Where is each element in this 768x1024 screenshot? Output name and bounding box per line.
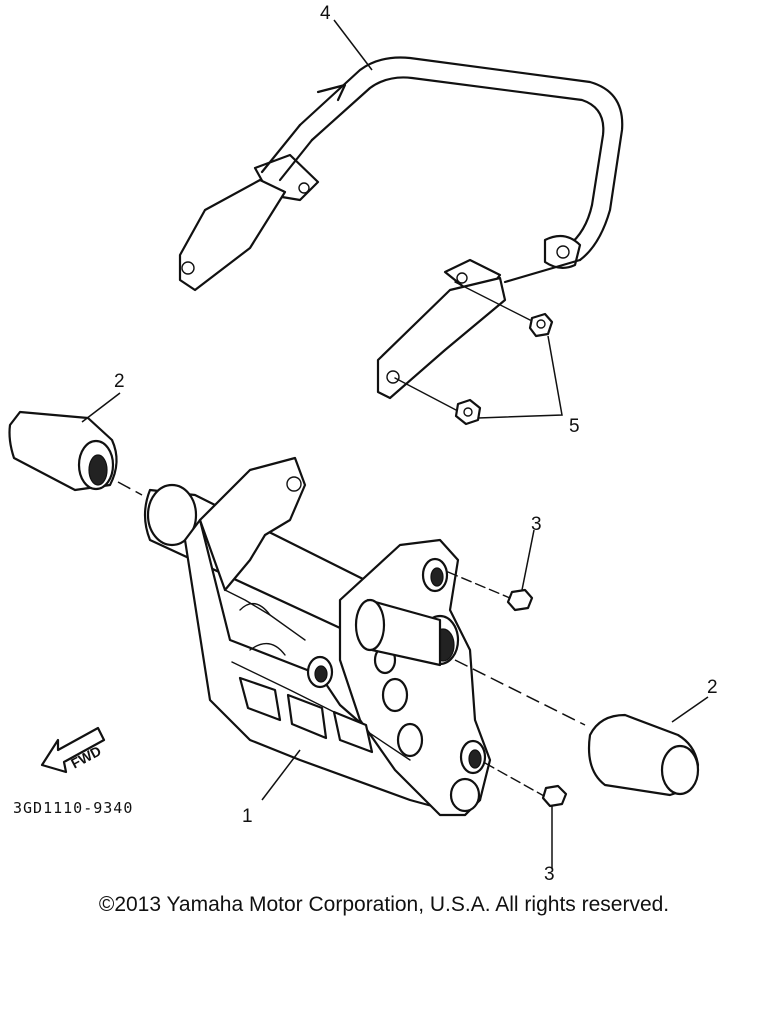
screw-part-3-lower [484, 762, 568, 808]
screw-part-3-upper [447, 571, 534, 612]
callout-5: 5 [569, 416, 580, 437]
callout-1: 1 [242, 806, 253, 827]
fwd-direction-arrow-icon: FWD [40, 726, 106, 774]
end-cap-part-2-right [454, 659, 700, 797]
callout-3-lower: 3 [544, 864, 555, 885]
callout-leaders [81, 19, 709, 868]
bumper-bracket-part-1 [183, 456, 492, 817]
diagram-part-number: 3GD1110-9340 [13, 799, 133, 817]
callout-2-right: 2 [707, 677, 718, 698]
copyright-notice: ©2013 Yamaha Motor Corporation, U.S.A. A… [98, 893, 670, 916]
end-cap-part-2-left [8, 410, 118, 492]
grab-bar-part-4 [178, 56, 624, 400]
callout-3-upper: 3 [531, 514, 542, 535]
callout-4: 4 [320, 3, 331, 24]
callout-2-left: 2 [114, 371, 125, 392]
bolt-part-5-lower [394, 377, 482, 426]
bolt-part-5-upper [454, 281, 554, 338]
